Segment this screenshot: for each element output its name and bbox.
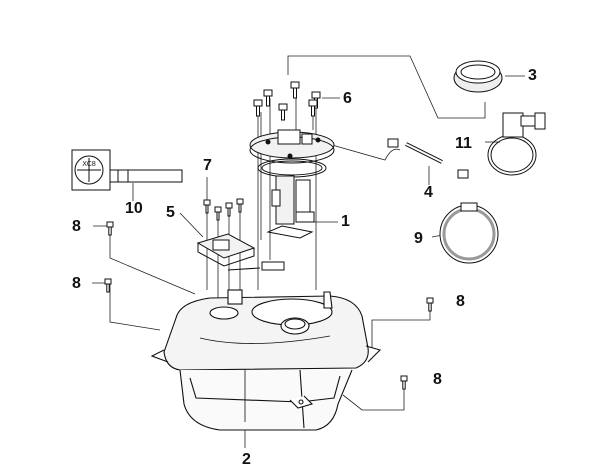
- hose-clamp: [487, 112, 546, 176]
- callout-8-upper-right: 8: [456, 293, 465, 310]
- sender-screws: [203, 198, 244, 221]
- fuel-sender: [196, 233, 285, 271]
- callout-9: 9: [414, 230, 423, 247]
- callout-8-upper-left: 8: [72, 218, 81, 235]
- bolts: [104, 221, 434, 390]
- callout-10: 10: [125, 200, 143, 217]
- callout-7: 7: [203, 157, 212, 174]
- callout-1: 1: [341, 213, 350, 230]
- gauge-label: XC8: [82, 161, 96, 168]
- level-gauge: [71, 149, 183, 191]
- callout-3: 3: [528, 67, 537, 84]
- callout-8-lower-right: 8: [433, 371, 442, 388]
- callout-2: 2: [242, 451, 251, 468]
- pump-screws: [253, 81, 321, 121]
- callout-8-lower-left: 8: [72, 275, 81, 292]
- callout-11: 11: [455, 135, 472, 152]
- fuel-cap: [453, 60, 503, 93]
- callout-5: 5: [166, 204, 175, 221]
- fuel-hose: [387, 138, 469, 179]
- gasket-ring: [439, 202, 499, 264]
- callout-4: 4: [424, 184, 433, 201]
- fuel-pump-assembly: [249, 129, 335, 239]
- fuel-tank: [150, 289, 382, 431]
- callout-6: 6: [343, 90, 352, 107]
